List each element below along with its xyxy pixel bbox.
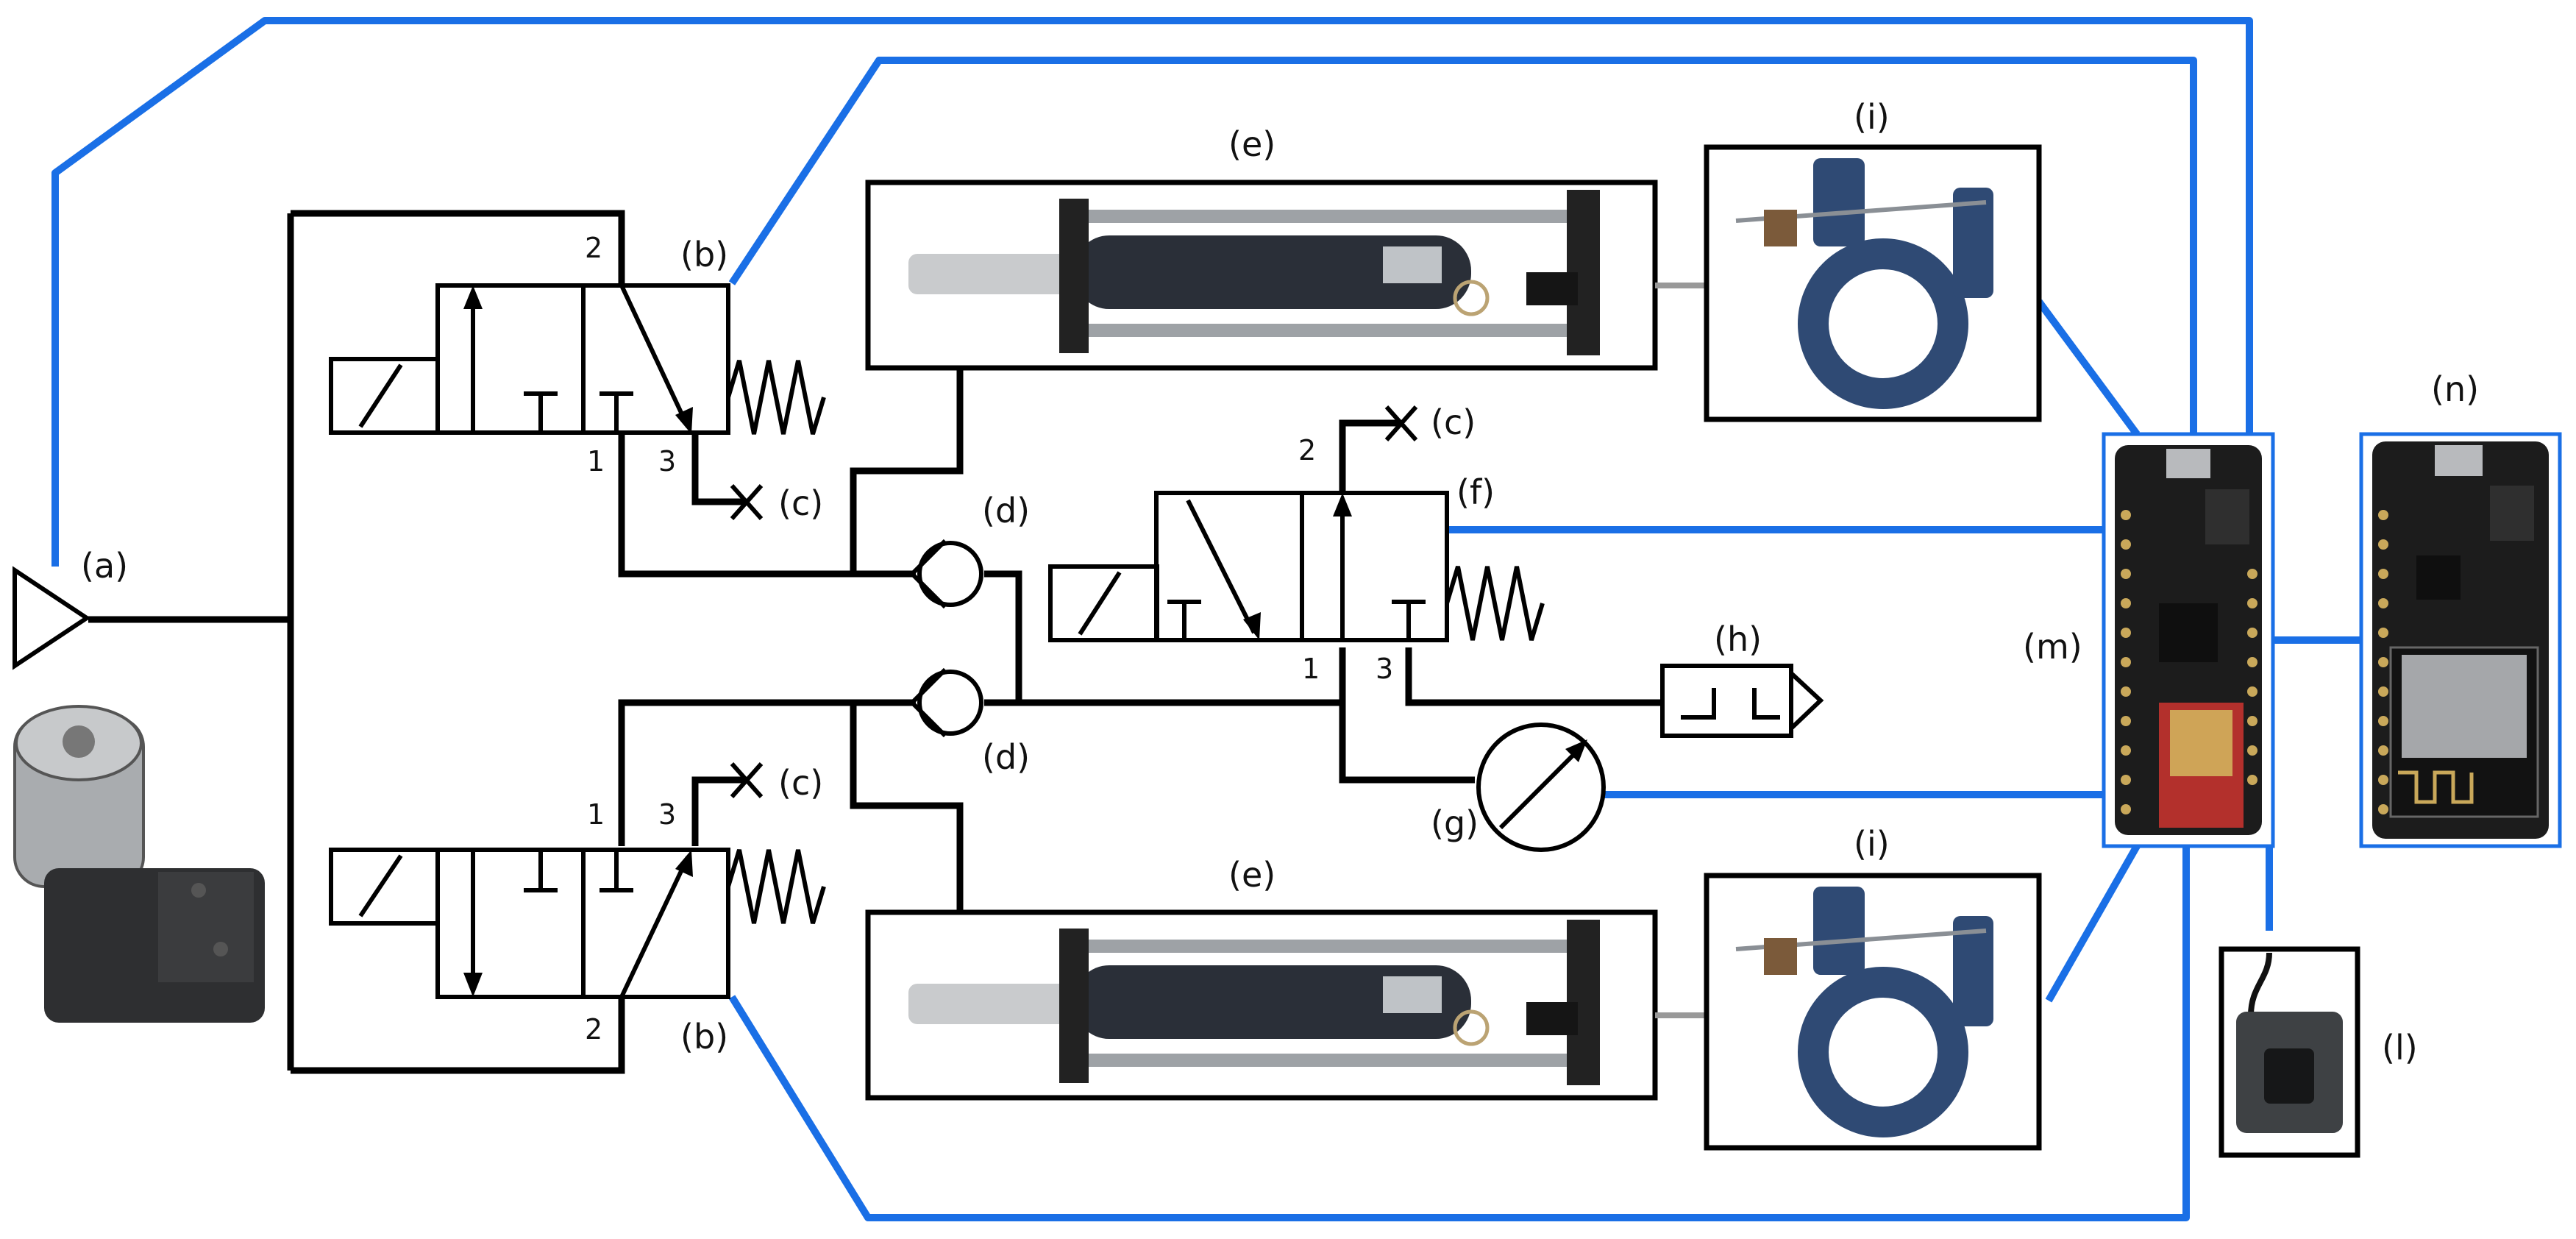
port-label-bot-3: 3 [658,798,676,831]
port-label-top-3: 3 [658,445,676,478]
wire-valve-top-to-board [728,57,2197,434]
esp-board [2359,432,2562,848]
pump-label: (a) [81,546,128,586]
check-top-label: (d) [982,491,1030,530]
fingerprint-label: (l) [2382,1028,2418,1068]
valve-f-label: (f) [1456,472,1495,512]
clamp-top [1704,144,2042,422]
port-label-bot-2: 2 [585,1013,602,1045]
exhaust-label-2: (c) [778,763,823,803]
exhaust-bottom-valve-icon [730,762,764,798]
wire-clamp-top-to-board [2035,299,2141,436]
actuator-top [865,180,1658,371]
clamp-top-label: (i) [1854,97,1890,137]
check-valve-top [910,539,983,609]
silencer [1660,664,1824,738]
pneumatic-lines [88,210,1662,1074]
feather-board [2102,432,2275,848]
valve-top-label: (b) [680,235,728,274]
actuator-bottom [865,909,1658,1101]
port-label-f-2: 2 [1298,434,1316,466]
pump-photo [13,705,265,1023]
port-label-bot-1: 1 [587,798,605,831]
esp-board-label: (n) [2431,369,2479,409]
exhaust-top-valve-icon [730,484,764,520]
valve-top [329,283,826,435]
sensor-label: (g) [1431,803,1479,843]
port-label-top-2: 2 [585,232,602,264]
check-bottom-label: (d) [982,737,1030,777]
control-wires [51,17,2361,1221]
valve-f [1048,491,1545,642]
pump-symbol [13,566,91,670]
silencer-label: (h) [1714,620,1762,659]
valve-bottom-label: (b) [680,1017,728,1057]
exhaust-valve-f-icon [1384,405,1418,441]
port-label-f-1: 1 [1302,653,1320,685]
wire-clamp-bottom-to-board [2045,844,2141,1003]
wire-valve-bottom-to-board [728,846,2190,1221]
actuator-top-label: (e) [1228,124,1275,164]
feather-board-label: (m) [2023,627,2082,667]
wire-pump-to-board [51,17,2253,567]
pressure-sensor-gauge-icon [1476,723,1606,852]
clamp-bottom-label: (i) [1854,824,1890,864]
check-valve-bottom [910,667,983,738]
fingerprint-sensor [2219,946,2360,1158]
exhaust-label-3: (c) [1431,402,1476,442]
clamp-bottom [1704,873,2042,1151]
actuator-bottom-label: (e) [1228,855,1275,895]
port-label-f-3: 3 [1376,653,1393,685]
valve-bottom [329,848,826,999]
exhaust-label-1: (c) [778,483,823,523]
port-label-top-1: 1 [587,445,605,478]
